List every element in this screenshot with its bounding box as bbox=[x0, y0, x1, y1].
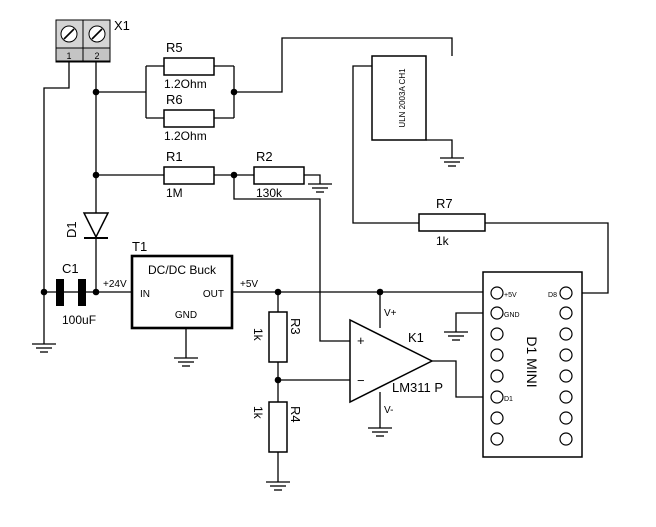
resistor-ref-label: R3 bbox=[288, 318, 303, 335]
resistor-ref-label: R1 bbox=[166, 149, 183, 164]
net-label-24v: +24V bbox=[103, 279, 127, 290]
resistor-r4: R4 1k bbox=[251, 401, 303, 453]
converter-pin-gnd: GND bbox=[175, 310, 197, 321]
resistor-value-label: 1.2Ohm bbox=[164, 129, 207, 143]
mcu-title: D1 MINI bbox=[524, 336, 540, 387]
mcu-pin-gnd-label: GND bbox=[504, 312, 520, 319]
diode-ref-label: D1 bbox=[64, 221, 79, 238]
ground-icon bbox=[368, 427, 392, 437]
dcdc-buck-converter-t1: T1 DC/DC Buck IN OUT GND bbox=[130, 239, 234, 330]
resistor-r7: R7 1k bbox=[418, 196, 486, 248]
resistor-value-label: 1k bbox=[251, 328, 265, 342]
mcu-left-pins bbox=[490, 286, 504, 446]
comparator-k1: + − V+ V- K1 LM311 P bbox=[349, 308, 443, 416]
ground-icon bbox=[174, 357, 198, 367]
comparator-minus-symbol: − bbox=[357, 373, 365, 388]
resistor-ref-label: R7 bbox=[436, 196, 453, 211]
driver-label: ULN 2003A CH1 bbox=[398, 68, 407, 128]
resistor-ref-label: R4 bbox=[288, 406, 303, 423]
diode-d1: D1 bbox=[64, 212, 110, 239]
mcu-pin-d8-label: D8 bbox=[548, 292, 557, 299]
resistor-ref-label: R6 bbox=[166, 92, 183, 107]
ground-icon bbox=[308, 183, 332, 193]
converter-ref-label: T1 bbox=[132, 239, 147, 254]
mcu-d1-mini: +5V GND D1 D8 D1 MINI bbox=[482, 271, 583, 458]
driver-uln2003a: ULN 2003A CH1 bbox=[371, 55, 427, 141]
mcu-right-pins bbox=[559, 286, 573, 446]
resistor-value-label: 130k bbox=[256, 186, 283, 200]
capacitor-c1: C1 100uF bbox=[56, 261, 96, 327]
ground-icon bbox=[444, 331, 468, 341]
resistor-r3: R3 1k bbox=[251, 311, 303, 363]
mcu-pin-5v-label: +5V bbox=[504, 292, 517, 299]
capacitor-ref-label: C1 bbox=[62, 261, 79, 276]
connector-x1: 1 2 X1 bbox=[55, 18, 130, 63]
resistor-value-label: 1k bbox=[251, 406, 265, 420]
comparator-ref-label: K1 bbox=[408, 330, 424, 345]
comparator-plus-symbol: + bbox=[357, 333, 365, 348]
comparator-vplus-label: V+ bbox=[384, 308, 397, 319]
connector-pin-2-label: 2 bbox=[94, 51, 99, 61]
capacitor-value-label: 100uF bbox=[62, 313, 96, 327]
connector-pin-1-label: 1 bbox=[66, 51, 71, 61]
resistor-r6: R6 1.2Ohm bbox=[163, 92, 215, 143]
resistor-value-label: 1k bbox=[436, 234, 450, 248]
converter-pin-out: OUT bbox=[203, 289, 224, 300]
resistor-r1: R1 1M bbox=[163, 149, 215, 200]
resistor-r5: R5 1.2Ohm bbox=[163, 40, 215, 91]
resistor-r2: R2 130k bbox=[253, 149, 305, 200]
net-label-5v: +5V bbox=[240, 279, 258, 290]
junction-dots bbox=[40, 88, 384, 384]
converter-title: DC/DC Buck bbox=[148, 263, 217, 277]
resistor-ref-label: R5 bbox=[166, 40, 183, 55]
ground-icon bbox=[440, 157, 464, 167]
connector-ref-label: X1 bbox=[114, 18, 130, 33]
resistor-ref-label: R2 bbox=[256, 149, 273, 164]
comparator-vminus-label: V- bbox=[384, 405, 393, 416]
ground-icon bbox=[32, 343, 56, 353]
resistor-value-label: 1.2Ohm bbox=[164, 77, 207, 91]
wires bbox=[43, 37, 609, 482]
resistor-value-label: 1M bbox=[166, 186, 183, 200]
mcu-pin-d1-label: D1 bbox=[504, 396, 513, 403]
converter-pin-in: IN bbox=[140, 289, 150, 300]
ground-icon bbox=[266, 481, 290, 491]
comparator-part-label: LM311 P bbox=[392, 380, 443, 395]
